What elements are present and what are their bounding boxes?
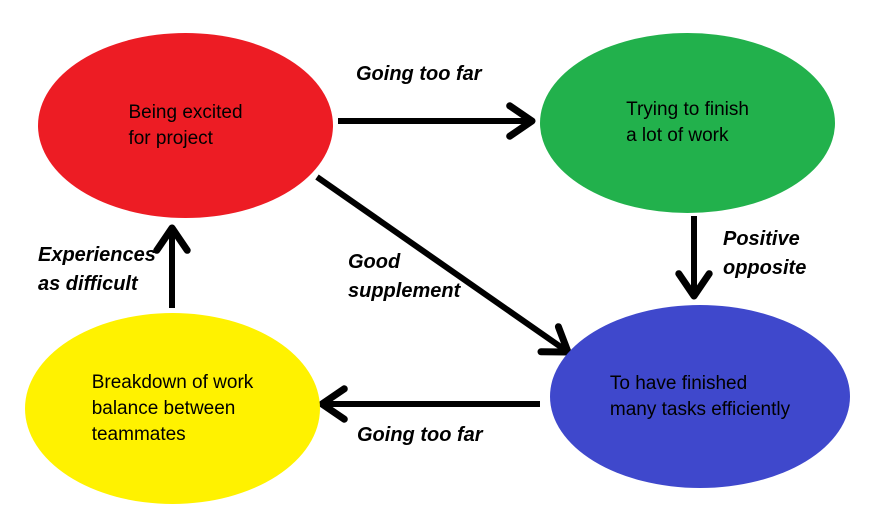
arrow-breakdown-to-excited <box>153 224 191 308</box>
arrow-excited-to-trying <box>338 102 536 140</box>
edge-label-going-too-far-bottom: Going too far <box>357 424 483 446</box>
edge-label-experiences-as-difficult: Experiences as difficult <box>38 244 156 295</box>
node-finished-tasks-efficiently: To have finished many tasks efficiently <box>550 305 850 488</box>
edge-label-positive-opposite: Positive opposite <box>723 228 807 279</box>
node-label-breakdown: Breakdown of work balance between teamma… <box>91 371 254 445</box>
node-label-trying-to-finish: Trying to finish a lot of work <box>626 99 749 146</box>
edge-label-good-supplement: Good supplement <box>348 251 461 302</box>
node-label-being-excited: Being excited for project <box>128 101 243 149</box>
node-breakdown-work-balance: Breakdown of work balance between teamma… <box>25 313 320 504</box>
node-trying-to-finish-work: Trying to finish a lot of work <box>540 33 835 213</box>
node-label-finished-tasks: To have finished many tasks efficiently <box>609 372 791 420</box>
arrow-trying-to-finished <box>675 216 713 300</box>
node-being-excited-for-project: Being excited for project <box>38 33 333 218</box>
edge-label-going-too-far-top: Going too far <box>356 63 482 85</box>
arrow-finished-to-breakdown <box>318 385 540 423</box>
